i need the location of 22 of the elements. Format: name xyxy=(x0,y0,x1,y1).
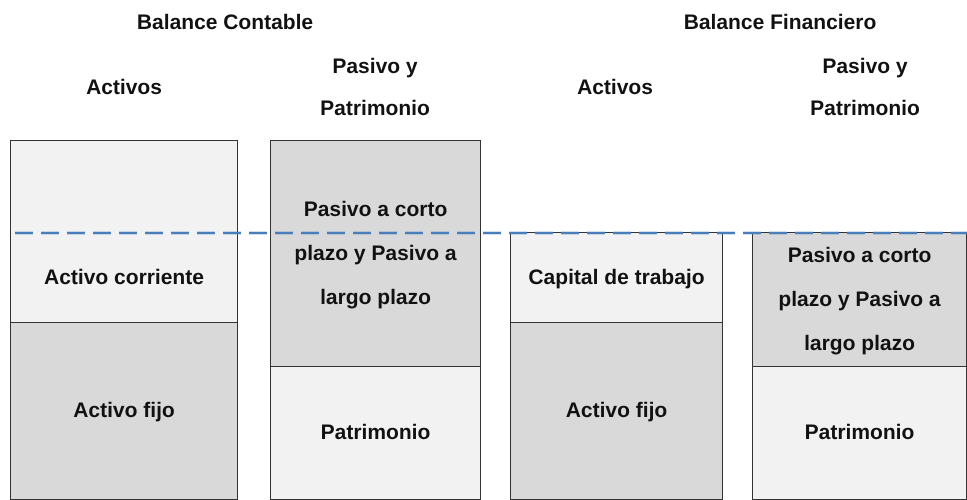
column-heading: Pasivo y Patrimonio xyxy=(809,54,921,122)
balance-block xyxy=(10,322,238,500)
balance-block xyxy=(10,140,238,323)
column-heading: Activos xyxy=(576,75,654,101)
block-label: Activo corriente xyxy=(43,264,205,290)
block-label: Activo fijo xyxy=(72,398,176,424)
balance-block xyxy=(510,232,723,323)
block-label: Patrimonio xyxy=(804,420,916,446)
block-label: Patrimonio xyxy=(320,420,432,446)
balance-block xyxy=(752,366,967,500)
block-label: Capital de trabajo xyxy=(527,264,706,290)
column-heading: Activos xyxy=(85,75,163,101)
column-heading: Pasivo y Patrimonio xyxy=(319,54,431,122)
balance-block xyxy=(510,322,723,500)
block-label: Pasivo a corto plazo y Pasivo a largo plazo xyxy=(777,242,942,356)
section-heading: Balance Contable xyxy=(136,10,314,36)
block-label: Pasivo a corto plazo y Pasivo a largo plazo xyxy=(293,196,458,310)
block-label: Activo fijo xyxy=(564,398,668,424)
balance-block xyxy=(752,232,967,367)
balance-block xyxy=(270,140,481,367)
balance-block xyxy=(270,366,481,500)
section-heading: Balance Financiero xyxy=(682,10,878,36)
